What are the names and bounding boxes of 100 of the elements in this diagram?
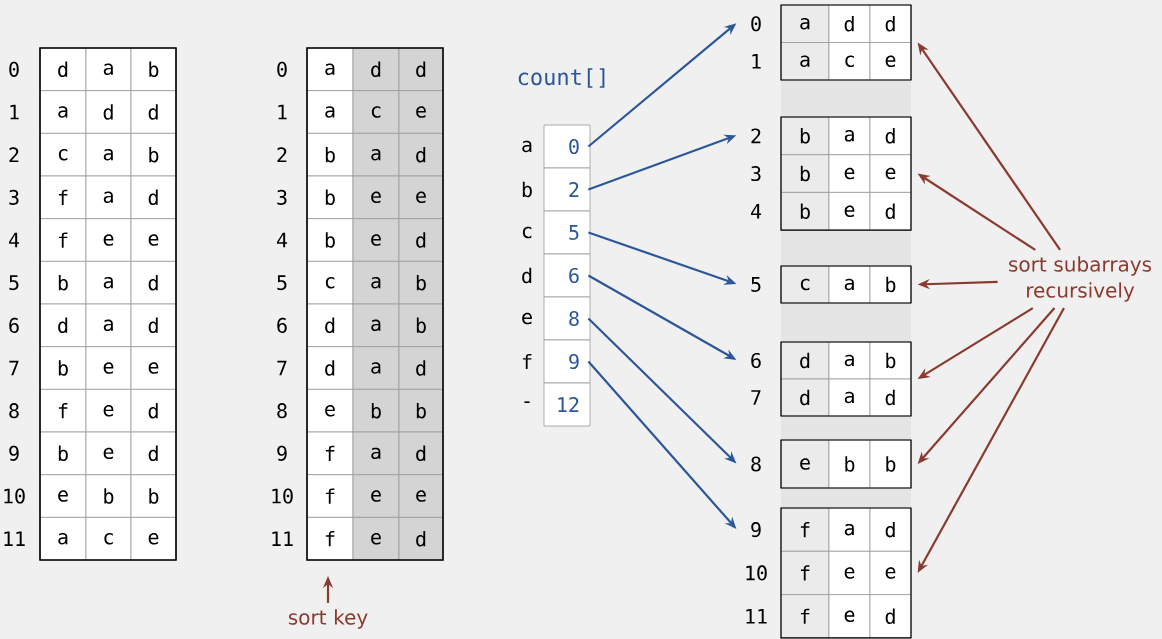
table-cell: f (306, 431, 354, 476)
table-cell: f (780, 550, 830, 595)
row-index: 5 (9, 275, 19, 291)
subarray-table (751, 265, 912, 304)
table-cell: e (130, 517, 177, 561)
table-cell: a (352, 303, 400, 348)
table-cell: e (352, 218, 400, 262)
table-cell: e (869, 154, 912, 193)
table-cell: f (306, 474, 354, 518)
table-cell: d (130, 175, 177, 220)
table-cell: d (869, 116, 912, 156)
table-cell: d (828, 4, 871, 43)
table-cell: a (85, 260, 132, 305)
subarray-table (751, 116, 912, 231)
table-cell: e (869, 550, 912, 595)
table-cell: a (828, 116, 871, 156)
table-cell: a (352, 132, 400, 177)
table-cell: d (130, 431, 177, 476)
table-cell: c (85, 517, 132, 561)
table-cell: e (352, 474, 400, 518)
subarray-table (751, 341, 912, 417)
table-cell: f (39, 175, 87, 220)
table-cell: d (869, 378, 912, 417)
row-label: a (522, 140, 532, 153)
row-index: 7 (9, 360, 19, 376)
table-cell: b (780, 116, 830, 156)
table-cell: e (85, 388, 132, 433)
table-cell: f (780, 594, 830, 639)
row-index: 9 (277, 445, 287, 461)
table-cell: b (780, 192, 830, 231)
table-cell: e (828, 594, 871, 639)
table-cell: a (828, 507, 871, 552)
row-label: b (522, 181, 532, 198)
row-index: 7 (751, 390, 761, 405)
table-cell: f (39, 388, 87, 433)
table-cell: e (130, 346, 177, 390)
table-cell: b (306, 218, 354, 262)
table-cell: b (130, 47, 177, 92)
row-index: 8 (9, 403, 19, 419)
table-cell: b (828, 439, 871, 489)
annotation-text: sort key (288, 609, 368, 629)
row-index: 6 (9, 317, 19, 333)
row-index: 9 (751, 522, 761, 538)
table-cell: b (398, 388, 444, 433)
array-name: count[] (518, 68, 605, 88)
table-cell: d (306, 303, 354, 348)
table-cell: d (39, 47, 87, 92)
row-index: 9 (9, 445, 19, 461)
table-cell: c (352, 90, 400, 134)
table-cell: d (130, 260, 177, 305)
table-cell: b (398, 303, 444, 348)
row-index: 4 (751, 203, 762, 219)
table-cell: d (306, 346, 354, 390)
table-cell: d (130, 90, 177, 134)
row-index: 6 (277, 317, 287, 333)
table-cell: e (828, 192, 871, 231)
row-index: 7 (277, 360, 287, 376)
row-index: 2 (277, 147, 287, 163)
row-label: c (522, 226, 532, 239)
table-cell: a (39, 90, 87, 134)
table-cell: a (85, 175, 132, 220)
row-index: 2 (751, 128, 761, 144)
table-cell: b (130, 132, 177, 177)
array-cell: 2 (543, 167, 591, 212)
table-cell: b (869, 439, 912, 489)
table-cell: e (780, 439, 830, 489)
table-cell: b (39, 260, 87, 305)
table-cell: d (398, 218, 444, 262)
table-cell: a (352, 346, 400, 390)
row-label: e (522, 312, 532, 325)
table-cell: e (39, 474, 87, 518)
row-index: 11 (746, 608, 767, 624)
table-cell: a (352, 260, 400, 305)
row-index: 5 (277, 275, 287, 291)
row-index: 2 (9, 147, 19, 163)
table-cell: a (780, 4, 830, 43)
table-cell: e (398, 175, 444, 220)
table-cell: d (352, 47, 400, 92)
row-index: 6 (751, 352, 761, 369)
array-cell: 12 (543, 382, 591, 427)
table-cell: d (130, 303, 177, 348)
row-index: 3 (9, 189, 19, 205)
table-cell: d (398, 431, 444, 476)
table-cell: b (130, 474, 177, 518)
row-index: 10 (746, 565, 767, 581)
row-index: 11 (272, 531, 293, 546)
table-cell: d (398, 517, 444, 561)
row-index: 1 (752, 53, 761, 69)
table-cell: a (85, 47, 132, 92)
table-cell: e (130, 218, 177, 262)
table-cell: e (85, 218, 132, 262)
table-cell: f (780, 507, 830, 552)
row-index: 3 (277, 189, 287, 205)
row-index: 0 (9, 61, 19, 77)
row-label: d (522, 267, 532, 284)
table-cell: c (39, 132, 87, 177)
table-cell: e (85, 346, 132, 390)
row-index: 4 (277, 232, 288, 248)
table-cell: a (85, 132, 132, 177)
table-cell: d (869, 192, 912, 231)
